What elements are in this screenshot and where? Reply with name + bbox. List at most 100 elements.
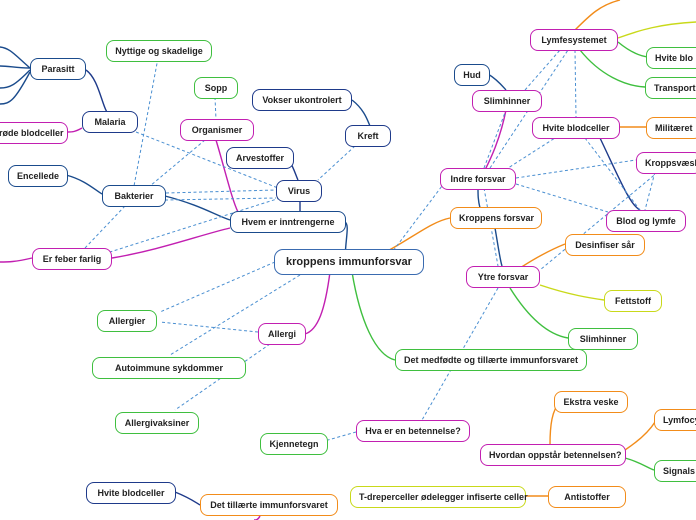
- branch-parasitt-left-2: [0, 65, 31, 69]
- node-hvite-blo[interactable]: Hvite blo: [646, 47, 696, 69]
- node-antistoffer[interactable]: Antistoffer: [548, 486, 626, 508]
- rel-ytre-betennelse: [421, 287, 499, 421]
- branch-organismer-hvem: [215, 139, 239, 213]
- node-hud[interactable]: Hud: [454, 64, 490, 86]
- branch-hvite-blod-lymfe: [599, 137, 641, 211]
- node-ytre-forsvar[interactable]: Ytre forsvar: [466, 266, 540, 288]
- rel-hvite-blod-lymfe: [584, 137, 641, 211]
- branch-lymfe-top: [574, 0, 621, 31]
- node-allergivaksiner[interactable]: Allergivaksiner: [115, 412, 199, 434]
- branch-hud-slimhinner: [487, 73, 507, 91]
- rel-malaria-virus: [135, 131, 279, 189]
- rel-root-autoimmune: [169, 274, 301, 356]
- node-lymfesystemet[interactable]: Lymfesystemet: [530, 29, 618, 51]
- node-hvem-er-inntrengerne[interactable]: Hvem er inntrengerne: [230, 211, 346, 233]
- node-nyttige-og-skadelige[interactable]: Nyttige og skadelige: [106, 40, 212, 62]
- branch-ytre-fettstoff: [539, 284, 605, 301]
- relation-lines: [84, 49, 659, 441]
- rel-root-allergier: [159, 261, 276, 313]
- node-vokser-ukontrolert[interactable]: Vokser ukontrolert: [252, 89, 352, 111]
- branch-lymfe-hvite-blo: [617, 41, 649, 58]
- node-slimhinner-ytre[interactable]: Slimhinner: [568, 328, 638, 350]
- node-sopp[interactable]: Sopp: [194, 77, 238, 99]
- rel-lymfe-hvite: [574, 49, 577, 118]
- node-autoimmune-sykdommer[interactable]: Autoimmune sykdommer: [92, 357, 246, 379]
- node-t-dreperceller[interactable]: T-dreperceller ødelegger infiserte celle…: [350, 486, 528, 508]
- branch-lymfe-top2: [617, 21, 696, 39]
- branch-parasitt-left-3: [0, 69, 31, 89]
- node-bakterier[interactable]: Bakterier: [102, 185, 166, 207]
- branch-erfeber-left: [0, 257, 33, 263]
- branch-kroppens-indre: [477, 187, 481, 209]
- branch-slimhinner-indre: [484, 109, 507, 171]
- branch-bakterier-hvem: [164, 195, 231, 221]
- central-topic[interactable]: kroppens immunforsvar: [274, 249, 424, 275]
- node-signals[interactable]: Signals: [654, 460, 696, 482]
- branch-ytre-desinfiser: [519, 243, 566, 269]
- node-malaria[interactable]: Malaria: [82, 111, 138, 133]
- node-kreft[interactable]: Kreft: [345, 125, 391, 147]
- branch-hvite-tillaerte: [174, 491, 201, 506]
- node-indre-forsvar[interactable]: Indre forsvar: [440, 168, 516, 190]
- branch-lymfe-transport: [579, 49, 646, 88]
- branch-root-allergi: [304, 271, 331, 335]
- node-allergier[interactable]: Allergier: [97, 310, 157, 332]
- node-rode-blodceller[interactable]: røde blodceller: [0, 122, 68, 144]
- node-hvite-blodceller-bottom[interactable]: Hvite blodceller: [86, 482, 176, 504]
- node-desinfiser-sar[interactable]: Desinfiser sår: [565, 234, 645, 256]
- rel-indre-kroppsvaeske: [515, 159, 637, 179]
- rel-kroppsvaeske-blod: [644, 171, 656, 211]
- branch-tillaerte-down: [253, 515, 261, 520]
- node-parasitt[interactable]: Parasitt: [30, 58, 86, 80]
- node-hvordan-oppstar-betennelsen[interactable]: Hvordan oppstår betennelsen?: [480, 444, 626, 466]
- rel-kreft-virus: [317, 145, 356, 181]
- node-det-medfodte-og-tillaerte[interactable]: Det medfødte og tillærte immunforsvaret: [395, 349, 587, 371]
- rel-kroppsvaeske-ytre: [539, 171, 659, 271]
- node-allergi[interactable]: Allergi: [258, 323, 306, 345]
- rel-bakterier-virus: [165, 189, 277, 194]
- node-kjennetegn[interactable]: Kjennetegn: [260, 433, 328, 455]
- branch-parasitt-malaria: [85, 69, 111, 117]
- branch-encellede-bakterier: [65, 174, 103, 195]
- rel-virus-hvem-dash: [164, 197, 277, 201]
- rel-indre-slimhinner: [483, 109, 507, 169]
- branch-vokser-kreft: [351, 99, 371, 127]
- node-organismer[interactable]: Organismer: [180, 119, 254, 141]
- branch-parasitt-left-1: [0, 46, 31, 69]
- branch-kroppens-ytre: [494, 227, 503, 267]
- node-lymfocy[interactable]: Lymfocy: [654, 409, 696, 431]
- rel-sopp-organismer: [214, 96, 217, 121]
- branch-root-medfodte: [351, 271, 396, 361]
- rel-betennelse-kjennetegn: [327, 431, 357, 441]
- rel-slimhinner-lymfe: [524, 49, 561, 91]
- node-arvestoffer[interactable]: Arvestoffer: [226, 147, 294, 169]
- branch-hvordan-signals: [624, 457, 655, 471]
- node-hvite-blodceller[interactable]: Hvite blodceller: [532, 117, 620, 139]
- node-blod-og-lymfe[interactable]: Blod og lymfe: [606, 210, 686, 232]
- branch-erfeber-hvem: [111, 227, 231, 259]
- node-kroppens-forsvar[interactable]: Kroppens forsvar: [450, 207, 542, 229]
- node-kroppsvaeske[interactable]: Kroppsvæsk: [636, 152, 696, 174]
- node-ekstra-veske[interactable]: Ekstra veske: [554, 391, 628, 413]
- rel-organismer-bakterier: [149, 139, 206, 187]
- branch-hvordan-lymfocy: [624, 421, 656, 451]
- rel-virus-erfeber: [109, 197, 281, 253]
- node-transport[interactable]: Transport: [645, 77, 696, 99]
- branch-parasitt-left-4: [0, 71, 31, 105]
- node-hva-er-en-betennelse[interactable]: Hva er en betennelse?: [356, 420, 470, 442]
- branch-malaria-rode: [67, 127, 83, 133]
- branch-ytre-slimhinner: [509, 287, 569, 339]
- node-er-feber-farlig[interactable]: Er feber farlig: [32, 248, 112, 270]
- node-encellede[interactable]: Encellede: [8, 165, 68, 187]
- rel-root-indre: [389, 185, 443, 256]
- node-militaeret[interactable]: Militæret: [646, 117, 696, 139]
- node-fettstoff[interactable]: Fettstoff: [604, 290, 662, 312]
- node-det-tillaerte-immunforsvaret[interactable]: Det tillærte immunforsvaret: [200, 494, 338, 516]
- node-virus[interactable]: Virus: [276, 180, 322, 202]
- rel-indre-lymfe: [489, 49, 569, 169]
- rel-indre-hvite: [504, 137, 556, 171]
- node-slimhinner-indre[interactable]: Slimhinner: [472, 90, 542, 112]
- rel-bakterier-erfeber: [84, 205, 126, 249]
